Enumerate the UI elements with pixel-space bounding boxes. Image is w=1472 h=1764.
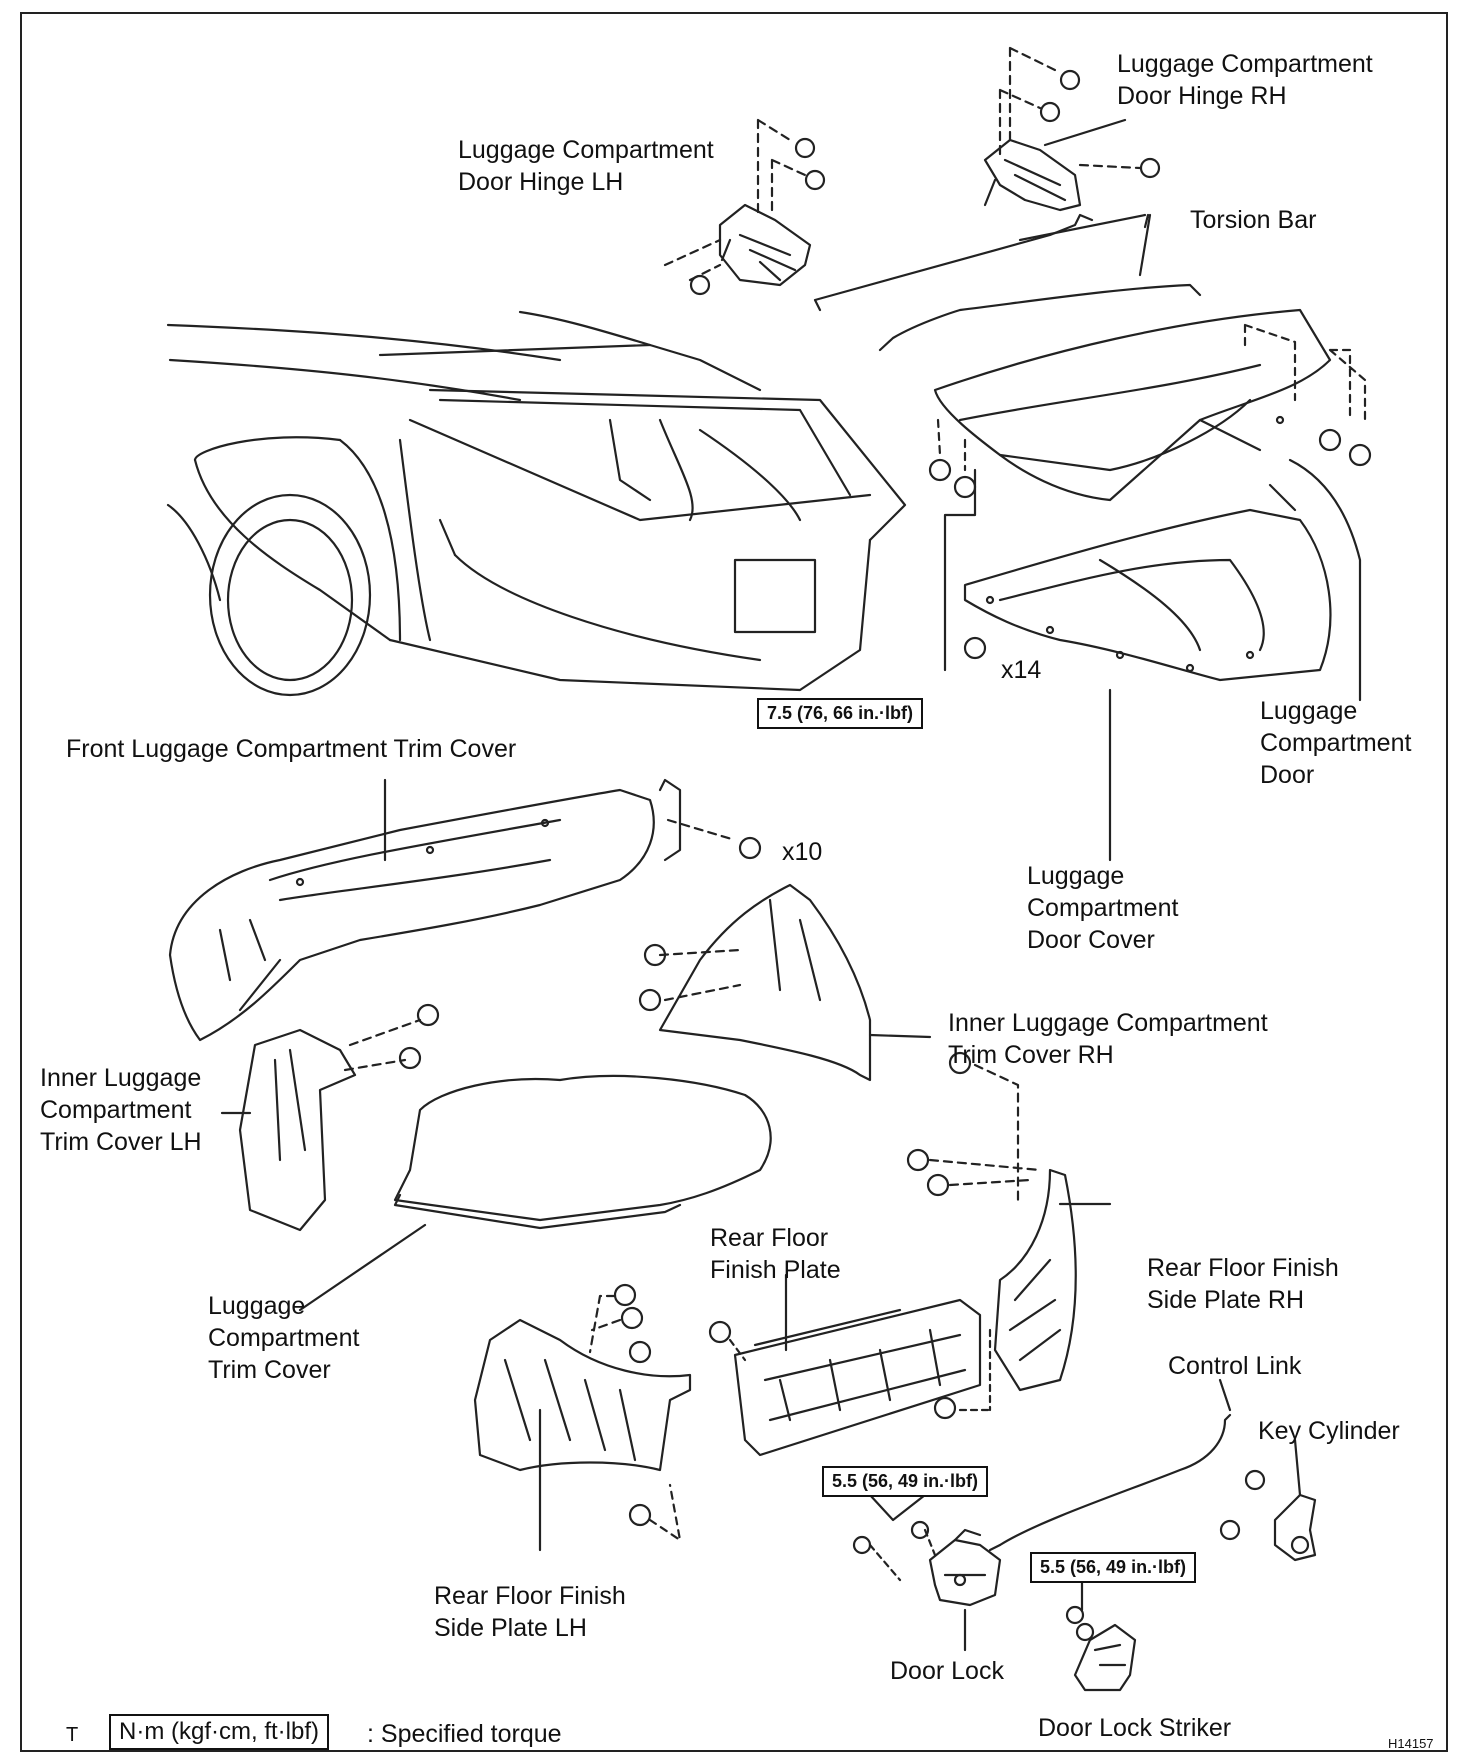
label-side-plate-rh: Rear Floor Finish Side Plate RH [1147, 1254, 1339, 1314]
torque-striker-bolts: 5.5 (56, 49 in.·lbf) [1030, 1552, 1197, 1583]
diagram-frame [20, 12, 1448, 1752]
label-rear-floor-plate: Rear Floor Finish Plate [710, 1224, 841, 1284]
luggage-door [928, 308, 1372, 702]
label-torsion-bar: Torsion Bar [1190, 206, 1317, 234]
label-front-trim-cover: Front Luggage Compartment Trim Cover [66, 735, 517, 763]
side-plate-rh [906, 1051, 1112, 1420]
torsion-bars [813, 213, 1202, 352]
torque-lock-bolts: 5.5 (56, 49 in.·lbf) [822, 1466, 989, 1497]
side-plate-lh [473, 1283, 692, 1552]
rear-floor-finish-plate [708, 1273, 982, 1457]
luggage-trim-cover [298, 1074, 772, 1312]
key-cylinder [1219, 1438, 1317, 1562]
figure-id: H14157 [1388, 1736, 1434, 1751]
label-control-link: Control Link [1168, 1352, 1302, 1380]
front-trim-cover [168, 778, 762, 1042]
inner-trim-cover-rh [638, 883, 932, 1082]
label-door-lock: Door Lock [890, 1657, 1004, 1685]
label-side-plate-lh: Rear Floor Finish Side Plate LH [434, 1582, 626, 1642]
qty-front-trim-clips: x10 [782, 838, 823, 866]
torque-door-bolts: 7.5 (76, 66 in.·lbf) [757, 698, 924, 729]
door-hinge-lh [663, 118, 826, 296]
label-inner-trim-lh: Inner Luggage Compartment Trim Cover LH [40, 1064, 202, 1156]
label-luggage-door: Luggage Compartment Door [1260, 697, 1412, 789]
label-door-lock-striker: Door Lock Striker [1038, 1714, 1232, 1742]
label-door-hinge-lh: Luggage Compartment Door Hinge LH [458, 136, 714, 196]
label-door-cover: Luggage Compartment Door Cover [1027, 862, 1179, 954]
qty-door-cover-clips: x14 [1001, 656, 1042, 684]
door-hinge-rh [983, 46, 1161, 212]
label-key-cylinder: Key Cylinder [1258, 1417, 1400, 1445]
label-door-hinge-rh: Luggage Compartment Door Hinge RH [1117, 50, 1373, 110]
door-lock [852, 1493, 1002, 1652]
car-body [166, 310, 907, 697]
inner-trim-cover-lh [220, 1003, 440, 1232]
legend-description: : Specified torque [367, 1720, 562, 1748]
label-trim-cover: Luggage Compartment Trim Cover [208, 1292, 360, 1384]
label-inner-trim-rh: Inner Luggage Compartment Trim Cover RH [948, 1009, 1268, 1069]
legend-torque-symbol: T [66, 1724, 79, 1746]
legend-unit-box: N·m (kgf·cm, ft·lbf) [109, 1714, 329, 1750]
control-link [988, 1378, 1232, 1552]
luggage-door-cover [943, 468, 1332, 862]
